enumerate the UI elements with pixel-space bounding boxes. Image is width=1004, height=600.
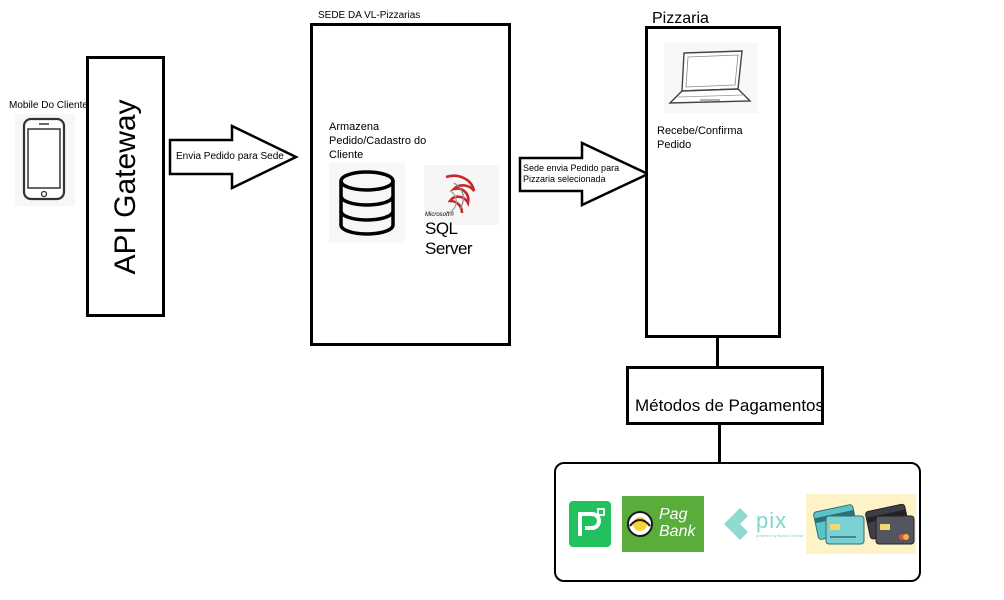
arrow-to-pizzaria: [518, 141, 652, 207]
payment-logos-box: Pag Bank pix powered by Banco Central: [554, 462, 921, 582]
arrow-to-sede: [168, 124, 300, 190]
database-icon: [329, 163, 405, 243]
api-gateway-box: API Gateway: [86, 56, 165, 317]
connector-line: [716, 338, 719, 366]
smartphone-icon: [15, 114, 75, 206]
pagbank-logo: Pag Bank: [622, 496, 704, 552]
arrow-to-sede-label: Envia Pedido para Sede: [176, 151, 284, 162]
payment-methods-box: Métodos de Pagamentos: [626, 366, 824, 425]
pizzaria-description: Recebe/Confirma Pedido: [657, 125, 743, 151]
laptop-icon: [664, 43, 758, 113]
pizzaria-title: Pizzaria: [652, 10, 709, 27]
cards-logo: [806, 494, 916, 554]
pix-logo: pix powered by Banco Central: [718, 504, 803, 544]
mobile-label: Mobile Do Cliente: [9, 100, 88, 111]
sede-description: Armazena Pedido/Cadastro do Cliente: [329, 121, 427, 161]
connector-line: [718, 425, 721, 463]
pizzaria-box: Recebe/Confirma Pedido: [645, 26, 781, 338]
sede-title: SEDE DA VL-Pizzarias: [318, 10, 421, 21]
sede-box: Armazena Pedido/Cadastro do Cliente Micr…: [310, 23, 511, 346]
api-gateway-label: API Gateway: [108, 98, 142, 275]
payment-methods-label: Métodos de Pagamentos: [635, 396, 825, 415]
arrow-to-pizzaria-label: Sede envia Pedido para Pizzaria selecion…: [523, 163, 620, 184]
sql-server-logo: Microsoft® SQL Server: [424, 165, 499, 258]
picpay-logo: [568, 500, 612, 548]
